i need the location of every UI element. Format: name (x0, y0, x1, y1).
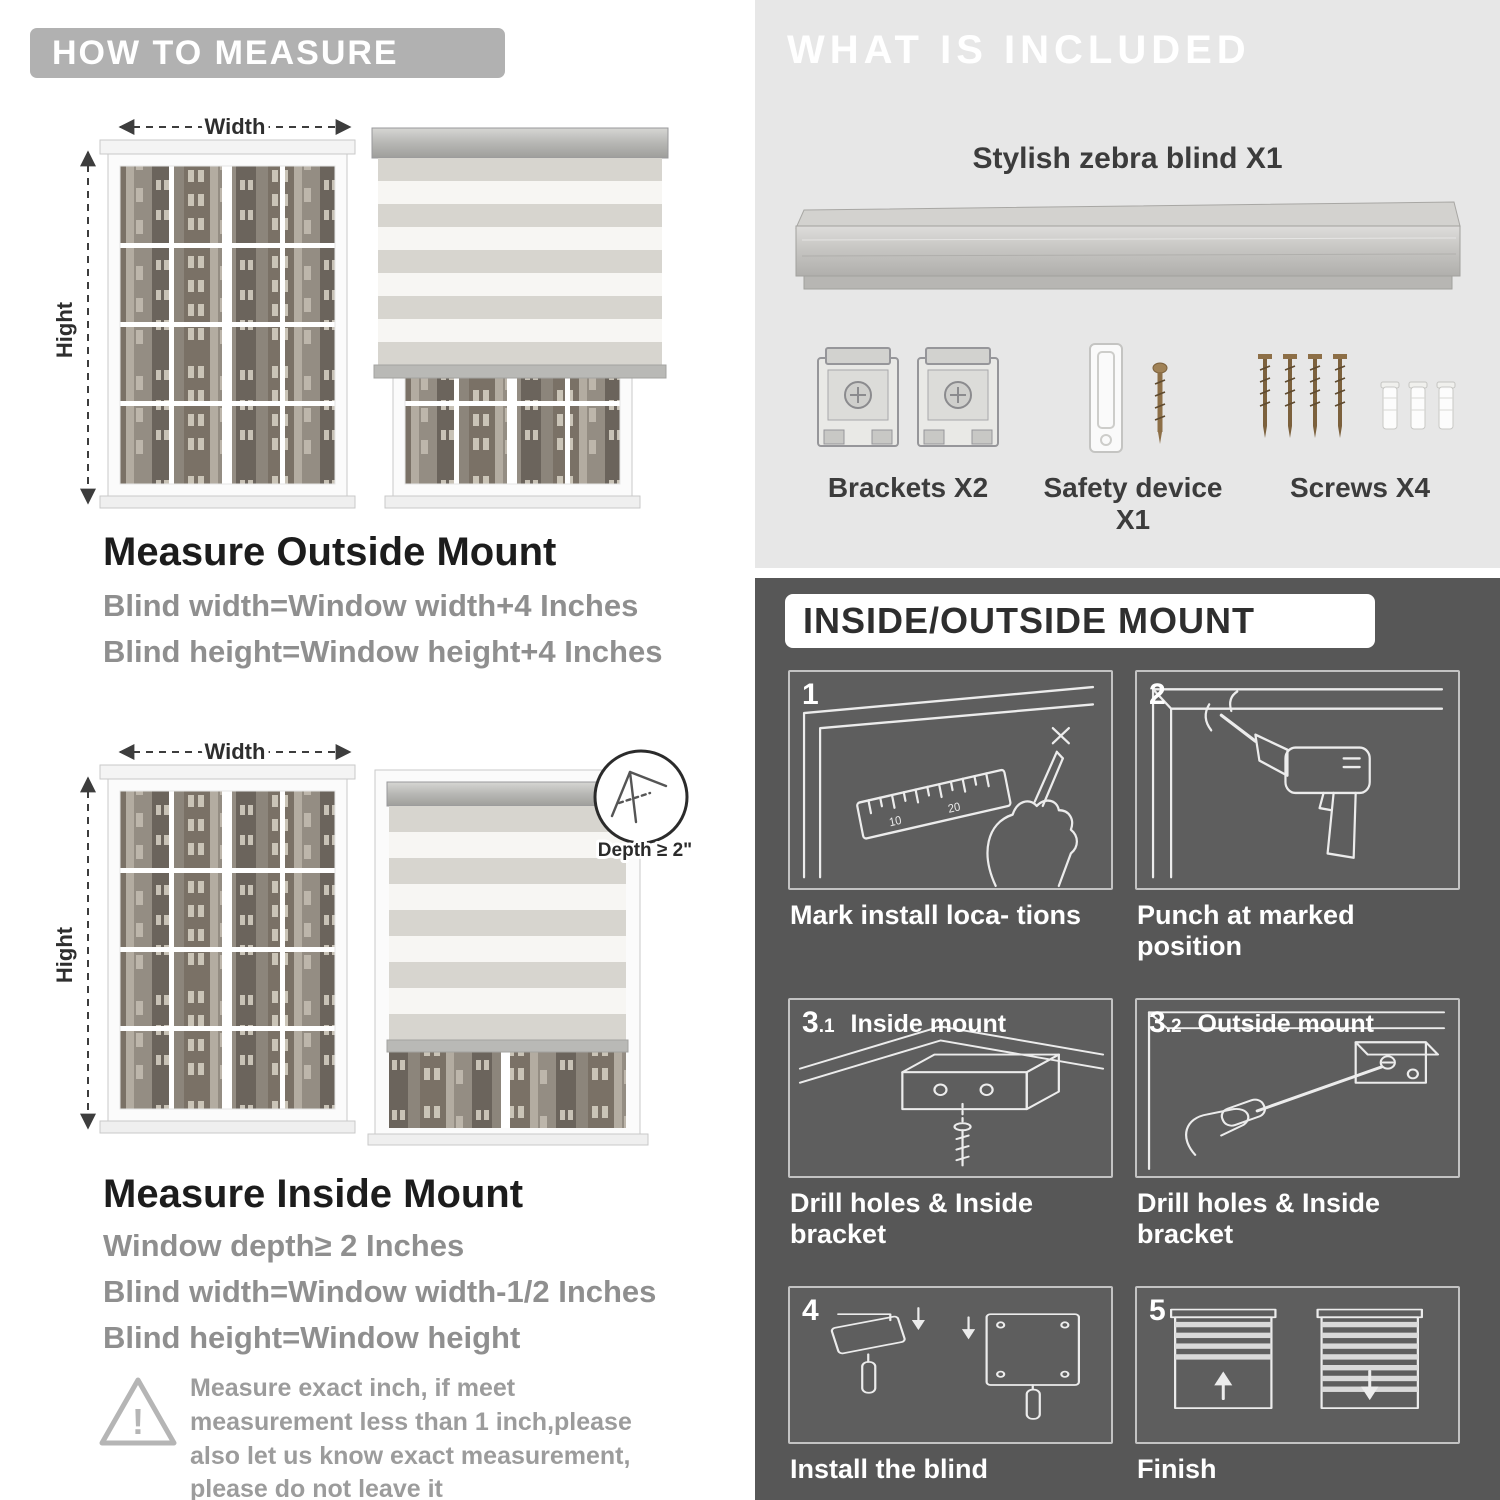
step-5-illustration (1170, 1308, 1423, 1409)
outside-mount-window-illustration: Width Hight (48, 110, 356, 509)
step-1-caption: Mark install loca- tions (790, 900, 1082, 930)
step-sub-label: Outside mount (1197, 1010, 1374, 1038)
inside-mount-line-3: Blind height=Window height (103, 1320, 521, 1355)
screws-icon (1258, 354, 1456, 438)
step-2: 2 (1135, 670, 1460, 962)
inside-mount-blind-illustration (367, 769, 649, 1146)
step-1: 1 (788, 670, 1113, 962)
zebra-stripes (378, 158, 662, 365)
depth-detail-circle: Depth ≥ 2" (593, 749, 695, 864)
safety-device-item: Safety device X1 (1023, 340, 1243, 536)
measure-note: Measure exact inch, if meet measurement … (190, 1374, 632, 1500)
safety-device-label: Safety device X1 (1043, 472, 1223, 535)
width-label: Width (205, 739, 266, 764)
screws-item: Screws X4 (1245, 340, 1475, 504)
svg-text:!: ! (132, 1401, 144, 1442)
zebra-blind-headrail-image (795, 201, 1461, 290)
step-3-2-caption: Drill holes & Inside bracket (1137, 1188, 1381, 1249)
height-label: Hight (52, 926, 77, 983)
step-5-panel: 5 (1135, 1286, 1460, 1444)
outside-mount-title: Measure Outside Mount (103, 530, 557, 574)
safety-device-icon (1089, 343, 1168, 453)
step-2-panel: 2 (1135, 670, 1460, 890)
step-5-caption: Finish (1137, 1454, 1217, 1484)
brackets-icon (817, 347, 999, 447)
svg-text:10: 10 (888, 815, 902, 830)
inside-mount-title: Measure Inside Mount (103, 1172, 524, 1216)
step-4-caption: Install the blind (790, 1454, 989, 1484)
measure-illustrations: Width Hight (48, 110, 695, 1446)
warning-icon: ! (99, 1377, 177, 1446)
step-1-panel: 1 (788, 670, 1113, 890)
step-4-panel: 4 (788, 1286, 1113, 1444)
mount-header: INSIDE/OUTSIDE MOUNT (785, 594, 1375, 648)
what-is-included-header: WHAT IS INCLUDED (787, 28, 1251, 72)
step-number: 5 (1149, 1294, 1166, 1327)
step-3-1-illustration (798, 1025, 1105, 1167)
inside-mount-line-2: Blind width=Window width-1/2 Inches (103, 1274, 657, 1309)
width-label: Width (205, 114, 266, 139)
inside-mount-line-1: Window depth≥ 2 Inches (103, 1228, 465, 1263)
step-2-illustration (1151, 688, 1444, 879)
how-to-measure-header: HOW TO MEASURE (30, 28, 505, 78)
outside-mount-line-2: Blind height=Window height+4 Inches (103, 634, 663, 669)
mount-instructions-section: INSIDE/OUTSIDE MOUNT 1 (755, 578, 1500, 1500)
step-2-caption: Punch at marked position (1137, 900, 1355, 961)
step-number: 1 (802, 678, 819, 711)
step-3-2-illustration (1147, 1011, 1446, 1170)
outside-mount-blind-illustration (371, 127, 669, 509)
step-number: 4 (802, 1294, 819, 1327)
step-3-1-caption: Drill holes & Inside bracket (790, 1188, 1034, 1249)
screws-label: Screws X4 (1289, 472, 1431, 503)
what-is-included-section: WHAT IS INCLUDED Stylish zebra blind X1 (755, 0, 1500, 568)
brackets-label: Brackets X2 (827, 472, 989, 503)
step-1-illustration: 10 20 (802, 685, 1095, 888)
zebra-blind-label: Stylish zebra blind X1 (972, 142, 1283, 175)
steps-grid: 1 (788, 670, 1463, 1485)
zebra-stripes (389, 806, 626, 1040)
svg-text:20: 20 (947, 801, 961, 816)
step-4-illustration (830, 1307, 1081, 1420)
step-4: 4 (788, 1286, 1113, 1485)
outside-mount-line-1: Blind width=Window width+4 Inches (103, 588, 639, 623)
included-items-row: Brackets X2 Safety device X1 (755, 340, 1500, 540)
step-number: 2 (1149, 678, 1166, 711)
how-to-measure-section: HOW TO MEASURE (0, 0, 740, 1500)
brackets-item: Brackets X2 (793, 340, 1023, 504)
step-sub-label: Inside mount (850, 1010, 1007, 1038)
step-5: 5 (1135, 1286, 1460, 1485)
depth-label: Depth ≥ 2" (598, 840, 692, 861)
height-label: Hight (52, 301, 77, 358)
inside-mount-window-illustration: Width Hight (48, 735, 356, 1134)
